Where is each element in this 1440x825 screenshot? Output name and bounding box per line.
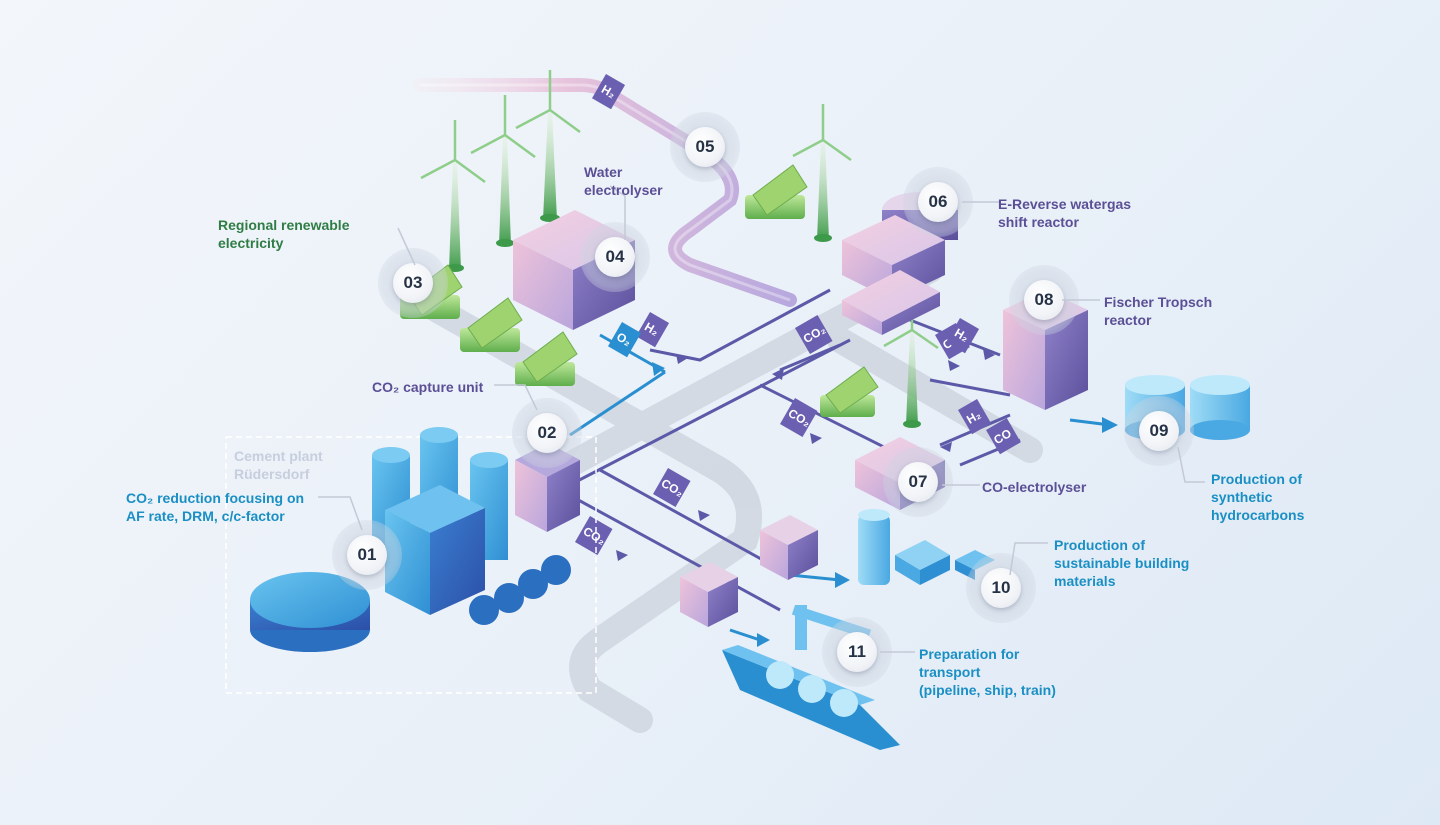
svg-text:H₂: H₂ xyxy=(952,326,971,345)
label-co2-reduction: CO₂ reduction focusing on AF rate, DRM, … xyxy=(126,490,305,524)
label-cement-plant: Cement plant Rüdersdorf xyxy=(234,448,323,482)
building-materials xyxy=(858,509,995,585)
solar-panels xyxy=(400,164,879,417)
wind-turbines xyxy=(420,70,939,428)
badge-09: 09 xyxy=(1124,396,1194,466)
label-co-electrolyser: CO-electrolyser xyxy=(982,479,1087,495)
badge-06: 06 xyxy=(903,167,973,237)
badge-04: 04 xyxy=(580,222,650,292)
svg-text:H₂: H₂ xyxy=(642,320,661,339)
badge-05: 05 xyxy=(670,112,740,182)
arrow-heads xyxy=(652,362,1118,647)
badge-10: 10 xyxy=(966,553,1036,623)
svg-text:H₂: H₂ xyxy=(964,408,983,427)
h2-pipeline xyxy=(413,78,797,307)
badge-07: 07 xyxy=(883,447,953,517)
processing-cubes xyxy=(680,515,818,627)
svg-text:O₂: O₂ xyxy=(614,330,634,349)
arrow-heads-purple xyxy=(616,349,995,561)
svg-text:H₂: H₂ xyxy=(599,82,618,101)
cement-plant-buildings xyxy=(250,427,571,652)
cement-plant-area xyxy=(225,436,597,694)
label-co2-capture: CO₂ capture unit xyxy=(372,379,484,395)
label-water-electrolyser: Water electrolyser xyxy=(584,164,663,198)
badge-01: 01 xyxy=(332,520,402,590)
label-building-materials: Production of sustainable building mater… xyxy=(1054,537,1190,589)
pipe-tags: H₂ H₂ O₂ CO₂ CO₂ CO₂ CO₂ CO H₂ H₂ CO xyxy=(575,74,1021,555)
label-reverse-watergas: E-Reverse watergas shift reactor xyxy=(998,196,1132,230)
label-fischer-tropsch: Fischer Tropsch reactor xyxy=(1104,294,1213,328)
badge-02: 02 xyxy=(512,398,582,468)
label-synthetic-hydrocarbons: Production of synthetic hydrocarbons xyxy=(1211,471,1305,523)
label-regional-renewable: Regional renewable electricity xyxy=(218,217,350,251)
label-transport: Preparation for transport (pipeline, shi… xyxy=(919,646,1056,698)
